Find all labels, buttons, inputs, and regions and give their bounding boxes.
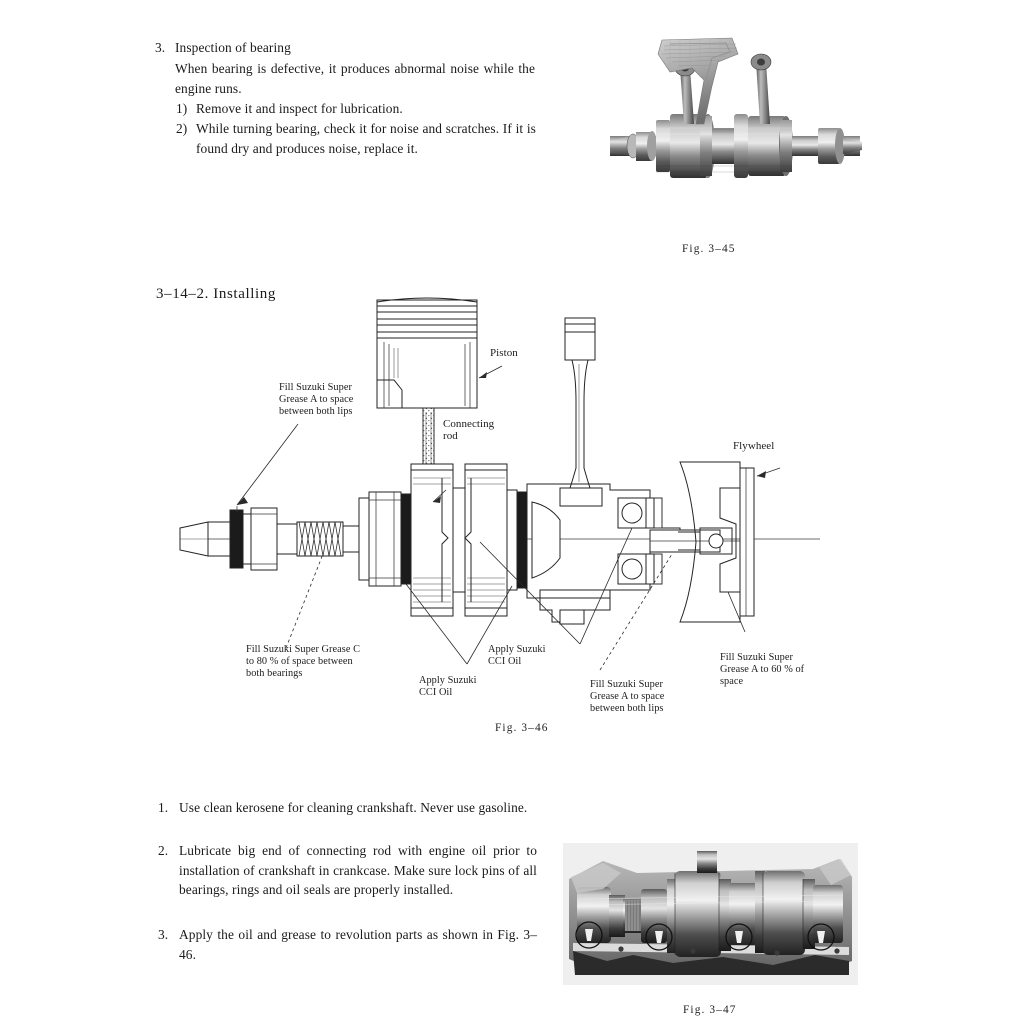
bottom-item-3-text: Apply the oil and grease to revolution p… <box>179 927 537 962</box>
flywheel-drawing <box>678 461 755 623</box>
inspection-step-2-marker: 2) <box>176 121 188 136</box>
callout-piston: Piston <box>490 347 518 359</box>
figure-347-caption: Fig. 3–47 <box>683 1004 737 1016</box>
inspection-intro-paragraph: When bearing is defective, it produces a… <box>175 61 535 96</box>
callout-grease-a-lips-left: Fill Suzuki Super Grease A to space betw… <box>279 382 354 418</box>
inspection-step-2-text: While turning bearing, check it for nois… <box>196 121 536 156</box>
bottom-item-2-marker: 2. <box>158 843 169 858</box>
callout-cci-oil-upper: Apply Suzuki CCI Oil <box>488 644 546 668</box>
figure-345-photo <box>600 28 870 218</box>
threaded-shaft <box>296 521 360 557</box>
callout-flywheel: Flywheel <box>733 440 775 452</box>
figure-345-caption: Fig. 3–45 <box>682 243 736 255</box>
section-number-3: 3. <box>155 40 166 55</box>
callout-cci-oil-lower: Apply Suzuki CCI Oil <box>419 675 477 699</box>
roller-bearing-upper <box>617 497 663 529</box>
bottom-item-3-marker: 3. <box>158 927 169 942</box>
bottom-item-1-text: Use clean kerosene for cleaning cranksha… <box>179 800 528 815</box>
callout-grease-a-60: Fill Suzuki Super Grease A to 60 % of sp… <box>720 652 805 688</box>
inspection-step-1-marker: 1) <box>176 101 188 116</box>
figure-346-caption: Fig. 3–46 <box>495 722 549 734</box>
crank-web-right <box>464 463 508 617</box>
center-bearing <box>452 487 466 593</box>
crankcase-section-right <box>526 317 740 625</box>
bottom-item-1-marker: 1. <box>158 800 169 815</box>
oil-seal-left <box>230 510 243 568</box>
left-main-bearing <box>358 491 412 587</box>
figure-346-drawing <box>179 292 820 712</box>
crank-web-left <box>410 463 454 617</box>
section-title-inspection: Inspection of bearing <box>175 40 291 55</box>
callout-grease-c-bearings: Fill Suzuki Super Grease C to 80 % of sp… <box>246 644 360 680</box>
right-inner-bearing <box>506 489 528 591</box>
roller-bearing-lower <box>617 553 663 585</box>
bottom-item-2-text: Lubricate big end of connecting rod with… <box>179 843 537 897</box>
leader-lines <box>236 365 781 671</box>
section-heading-installing: 3–14–2. Installing <box>156 286 276 302</box>
callout-grease-a-lips-right: Fill Suzuki Super Grease A to space betw… <box>590 679 665 715</box>
inspection-step-1-text: Remove it and inspect for lubrication. <box>196 101 403 116</box>
figure-347-photo <box>563 843 858 1001</box>
piston-drawing <box>376 297 478 409</box>
collar-left <box>242 507 298 571</box>
callout-connecting-rod: Connecting rod <box>443 418 495 443</box>
